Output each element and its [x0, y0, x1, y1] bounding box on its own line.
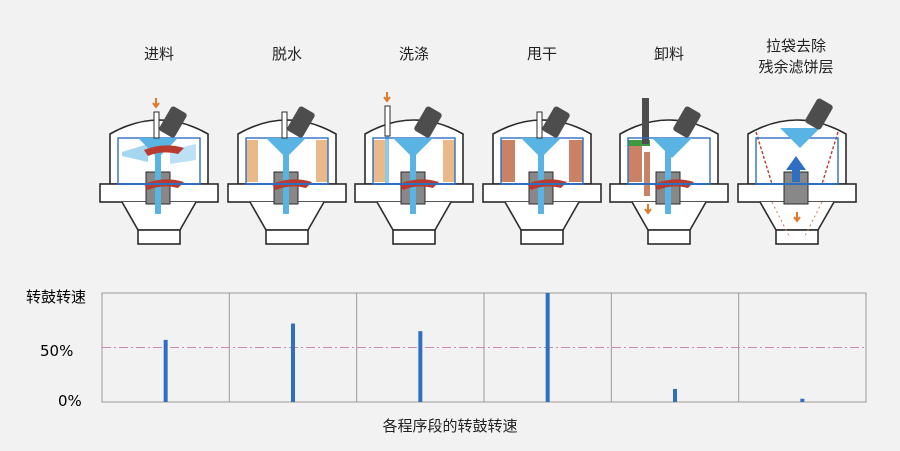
motor: [414, 106, 442, 138]
residue-fall: [771, 201, 823, 239]
filter-cake: [569, 140, 583, 182]
speed-bars: [163, 293, 805, 402]
discharge-arrow-icon: [793, 212, 801, 223]
stage-label-wash: 洗涤: [398, 45, 429, 63]
filter-bag: [755, 131, 839, 185]
centrifuge-body: [482, 119, 602, 245]
scraper-arm: [628, 140, 650, 146]
speed-bar-5: [673, 388, 677, 402]
filter-cake: [443, 140, 455, 182]
feed-pipe: [153, 111, 160, 139]
filter-cake: [246, 140, 258, 182]
stage-label-discharge: 卸料: [653, 45, 684, 63]
centrifuge-spin-dry: [482, 106, 602, 245]
plot-frame: [101, 292, 867, 403]
speed-bar-6: [800, 398, 805, 402]
centrifuge-discharge: [609, 98, 729, 245]
speed-bar-2: [291, 323, 295, 402]
stage-label-bag-pull: 拉袋去除 残余滤饼层: [732, 36, 860, 78]
discharge-arrow-icon: [644, 204, 652, 215]
scraper-shaft: [642, 98, 649, 144]
wash-spray: [385, 132, 389, 184]
y-tick-0: 0%: [58, 392, 82, 410]
speed-bar-1: [163, 339, 168, 402]
motor: [805, 98, 833, 130]
lift-arrow-icon: [786, 156, 806, 182]
stage-label-spin-dry: 甩干: [526, 45, 557, 63]
motor: [542, 106, 570, 138]
feed-spray: [122, 144, 148, 162]
y-axis-label: 转鼓转速: [26, 288, 86, 306]
centrifuge-feed: [99, 98, 219, 245]
filter-cake: [501, 140, 515, 182]
distributor: [266, 138, 306, 158]
speed-bar-3: [418, 331, 423, 402]
filter-cake: [316, 140, 328, 182]
wash-arrow-icon: [383, 92, 391, 103]
falling-cake: [644, 152, 650, 196]
motor: [159, 106, 187, 138]
distributor: [393, 138, 433, 158]
motor: [287, 106, 315, 138]
distributor: [652, 138, 692, 158]
motor: [673, 106, 701, 138]
wash-pipe: [384, 105, 391, 137]
feed-pipe: [536, 111, 543, 139]
filter-cake: [628, 144, 642, 182]
rotation-arrow: [144, 145, 184, 156]
feed-pipe: [281, 111, 288, 139]
speed-bar-4: [545, 293, 550, 402]
stage-label-bag-pull-line2: 残余滤饼层: [758, 58, 834, 76]
chart-caption: 各程序段的转鼓转速: [382, 417, 518, 435]
feed-arrow-icon: [152, 98, 160, 109]
centrifuge-bag-pull: [737, 98, 857, 245]
stage-label-feed: 进料: [143, 45, 174, 63]
centrifuge-dewater: [227, 106, 347, 245]
filter-cake: [373, 140, 385, 182]
distributor: [521, 138, 561, 158]
centrifuge-wash: [354, 92, 474, 245]
distributor: [780, 128, 820, 148]
stage-label-dewater: 脱水: [271, 45, 302, 63]
stage-label-bag-pull-line1: 拉袋去除: [765, 37, 826, 55]
y-tick-50: 50%: [40, 342, 73, 360]
